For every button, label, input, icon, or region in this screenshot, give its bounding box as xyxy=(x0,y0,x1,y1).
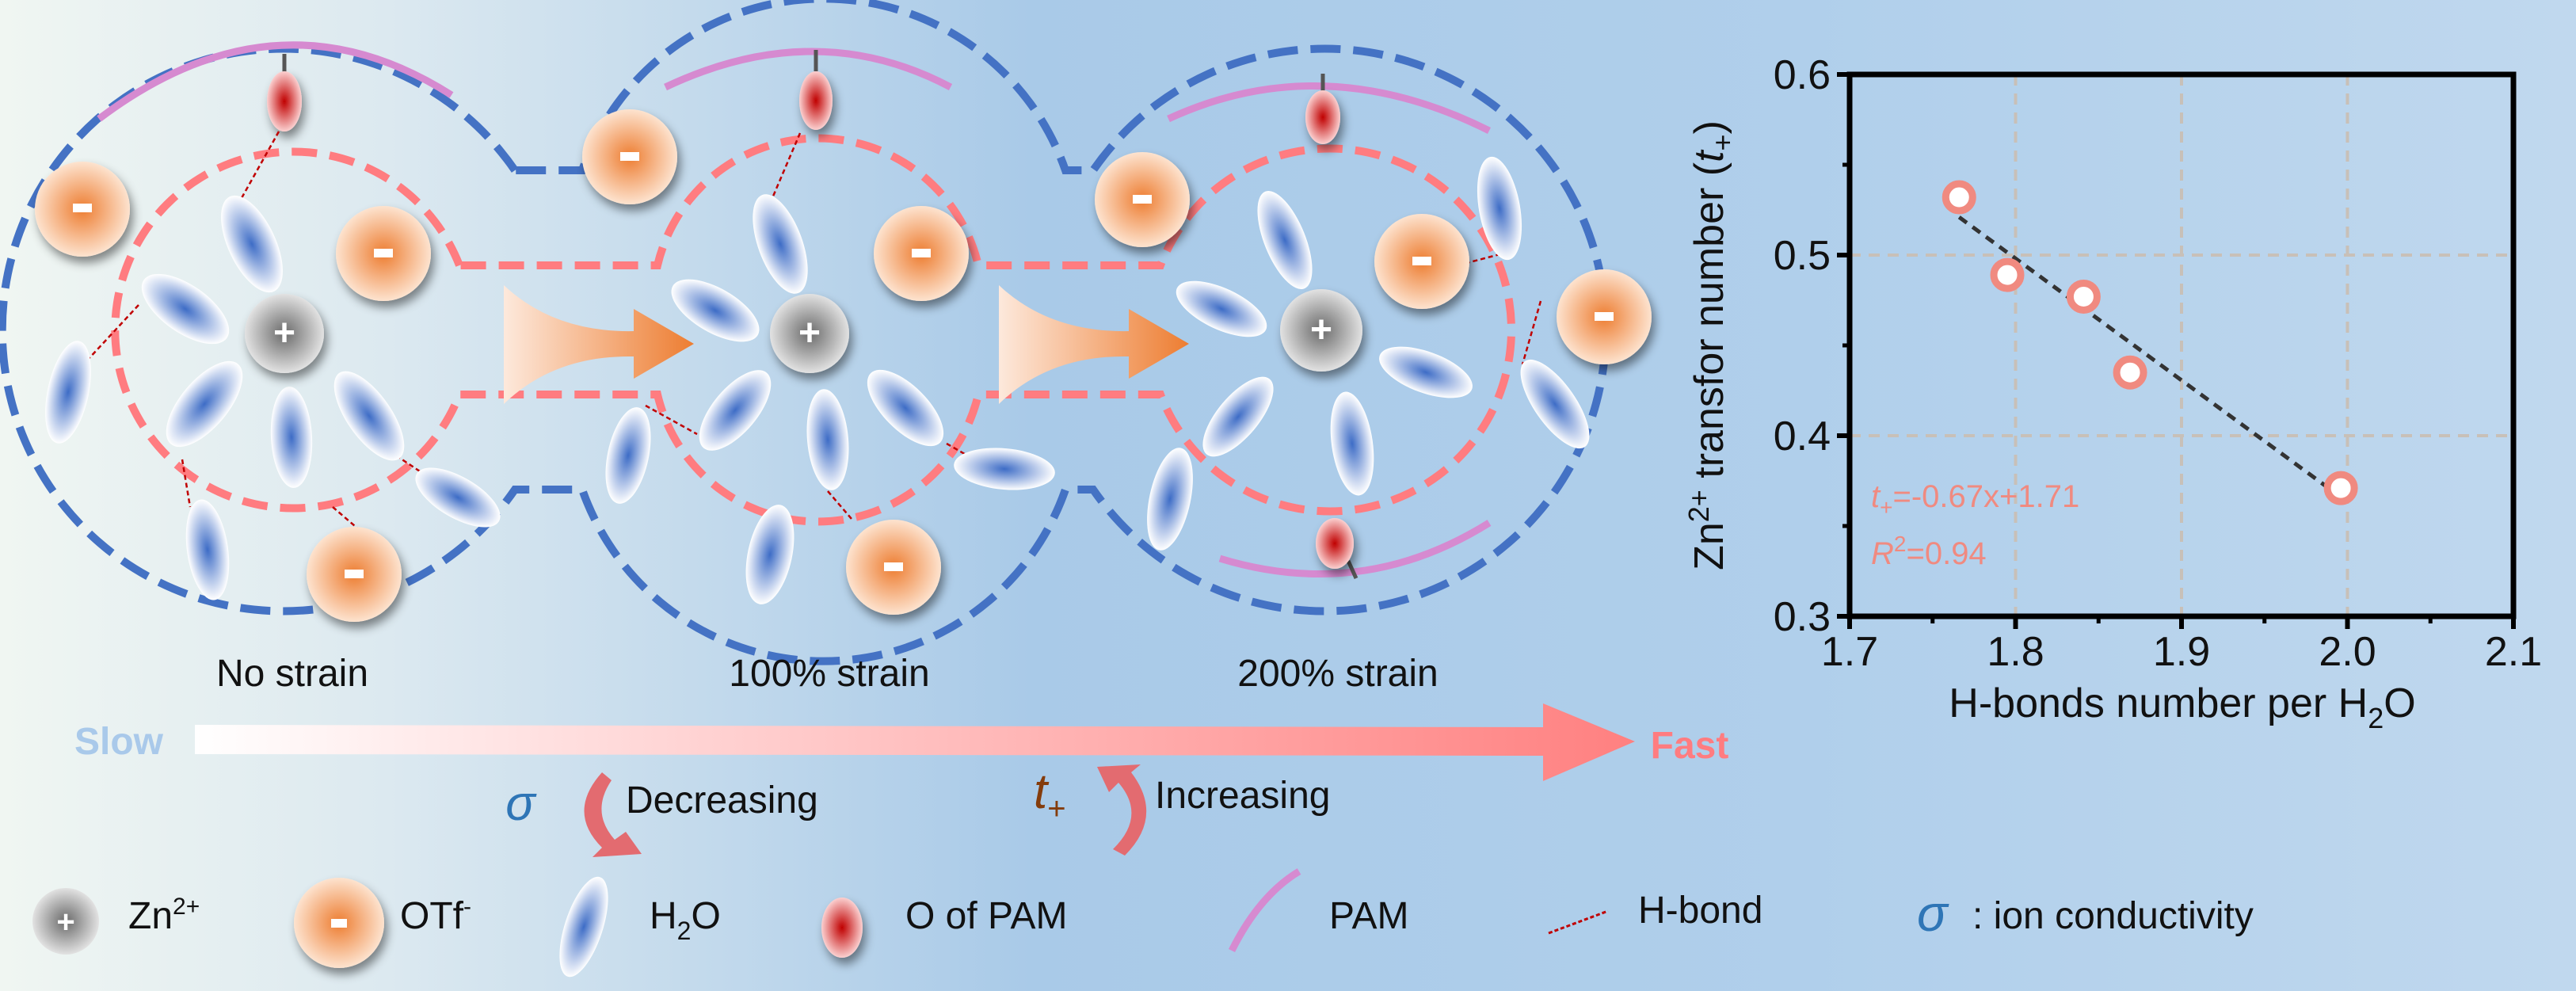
cation-sign: + xyxy=(798,312,821,354)
fit-line xyxy=(1957,215,2342,499)
y-axis-label: Zn2+ transfor number (t+) xyxy=(1682,120,1739,570)
data-point xyxy=(1990,257,2025,292)
legend-item-pam: PAM xyxy=(1228,868,1408,953)
data-point xyxy=(1942,180,1976,215)
legend-label-zn: Zn2+ xyxy=(128,894,200,937)
fast-label: Fast xyxy=(1651,725,1729,767)
r-squared: R2=0.94 xyxy=(1871,532,1987,571)
legend-item-otf: OTf- xyxy=(294,878,471,968)
zn-ion-icon xyxy=(32,888,99,955)
x-tick-label: 1.9 xyxy=(2153,629,2210,675)
legend-label-pam: PAM xyxy=(1329,895,1408,937)
o-of-pam xyxy=(267,54,302,131)
x-tick-labels: 1.7 1.8 1.9 2.0 2.1 xyxy=(1821,629,2542,675)
anion-signs xyxy=(73,152,1614,578)
y-tick-label: 0.6 xyxy=(1774,52,1831,98)
x-tick-label: 2.0 xyxy=(2319,629,2376,675)
pam-chain xyxy=(1218,520,1492,578)
legend-item-o-of-pam: O of PAM xyxy=(821,895,1068,958)
x-axis-label: H-bonds number per H2O xyxy=(1949,680,2415,734)
legend-label-sigma: : ion conductivity xyxy=(1972,895,2254,937)
zn-ion: + xyxy=(770,294,849,373)
t-plus-symbol: t+ xyxy=(1034,764,1066,826)
pam-chain xyxy=(664,48,953,91)
h2o-molecules xyxy=(45,156,1590,604)
panel-label-200-strain: 200% strain xyxy=(1237,653,1438,695)
legend: + Zn2+ OTf- H2O O of PAM PAM H-bond σ : … xyxy=(32,868,2254,978)
legend-item-h-bond: H-bond xyxy=(1548,890,1762,935)
curved-arrow-icon xyxy=(1097,764,1147,856)
chart-ticks xyxy=(1837,72,2516,629)
pam-chain xyxy=(97,41,454,122)
sigma-symbol: σ xyxy=(505,776,537,831)
cation-sign: + xyxy=(1310,309,1332,351)
t-plus-trend: t+ Increasing xyxy=(1034,764,1330,856)
x-tick-label: 2.1 xyxy=(2485,629,2542,675)
o-of-pam xyxy=(799,50,833,130)
o-of-pam-icon xyxy=(821,898,863,958)
strain-arrow-1 xyxy=(504,285,694,404)
strain-arrow-2 xyxy=(999,285,1189,404)
o-of-pam xyxy=(1305,74,1340,144)
cation-sign: + xyxy=(273,312,295,354)
o-of-pam xyxy=(1316,518,1358,580)
legend-item-h2o: H2O xyxy=(559,876,721,978)
legend-label-h-bond: H-bond xyxy=(1638,890,1762,932)
legend-item-sigma: σ : ion conductivity xyxy=(1917,885,2254,942)
zn-ion: + xyxy=(245,294,324,373)
sigma-icon: σ xyxy=(1917,885,1949,942)
data-points xyxy=(1942,180,2358,505)
outer-boundary xyxy=(0,0,1610,665)
legend-label-h2o: H2O xyxy=(650,895,721,945)
slow-label: Slow xyxy=(74,721,164,763)
legend-label-otf: OTf- xyxy=(400,894,471,937)
pam-chain-icon xyxy=(1228,868,1301,953)
legend-item-zn: + Zn2+ xyxy=(32,888,200,955)
h2o-icon xyxy=(559,876,608,978)
x-tick-label: 1.7 xyxy=(1821,629,1878,675)
pam-chain xyxy=(1167,82,1492,135)
y-tick-label: 0.5 xyxy=(1774,233,1831,279)
legend-label-o-of-pam: O of PAM xyxy=(905,895,1068,937)
curved-arrow-icon xyxy=(584,772,642,857)
chart-grid xyxy=(1850,74,2513,616)
panel-label-100-strain: 100% strain xyxy=(729,653,929,695)
svg-text:+: + xyxy=(56,905,74,940)
zn-ion: + xyxy=(1280,289,1362,372)
data-point xyxy=(2113,355,2147,390)
solvation-diagram: + + + xyxy=(0,0,1729,857)
fit-equation: t+=-0.67x+1.71 xyxy=(1871,479,2079,520)
data-point xyxy=(2066,279,2101,314)
data-point xyxy=(2323,471,2358,505)
speed-arrow xyxy=(195,703,1635,781)
x-tick-label: 1.8 xyxy=(1987,629,2044,675)
panel-label-no-strain: No strain xyxy=(216,653,368,695)
h-bond-icon xyxy=(1548,909,1609,935)
sigma-trend: σ Decreasing xyxy=(505,772,818,857)
t-plus-trend-label: Increasing xyxy=(1155,775,1330,817)
y-tick-label: 0.4 xyxy=(1774,414,1831,459)
sigma-trend-label: Decreasing xyxy=(626,779,818,821)
y-tick-labels: 0.3 0.4 0.5 0.6 xyxy=(1774,52,1831,640)
y-tick-label: 0.3 xyxy=(1774,594,1831,640)
scatter-chart: 1.7 1.8 1.9 2.0 2.1 0.3 0.4 0.5 0.6 t+=-0.67x+1… xyxy=(1682,52,2542,734)
